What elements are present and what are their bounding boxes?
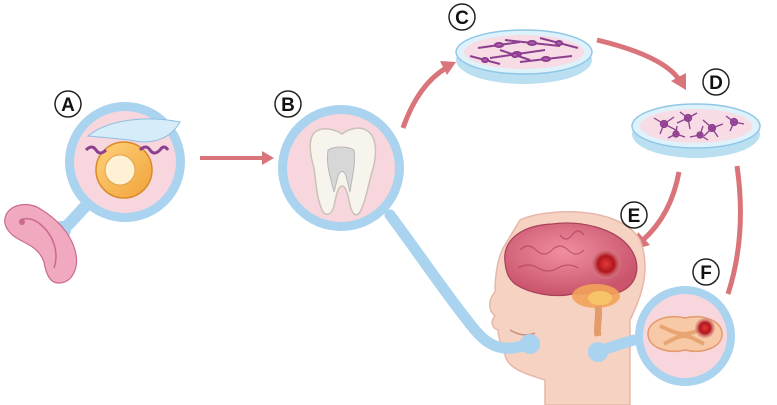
tooth-icon	[309, 127, 377, 216]
arrow-c-to-d	[596, 37, 686, 90]
dish-d	[631, 103, 761, 158]
label-a-text: A	[61, 95, 75, 116]
label-c-text: C	[455, 8, 469, 29]
label-a: A	[54, 90, 82, 118]
spinal-lesion	[695, 318, 715, 338]
brain	[504, 222, 638, 337]
bubble-a	[53, 102, 185, 239]
label-d: D	[702, 68, 730, 96]
label-f: F	[692, 258, 720, 286]
dish-c	[455, 29, 593, 84]
bubble-b	[278, 105, 540, 354]
arrow-a-to-b	[200, 151, 274, 165]
brain-lesion	[591, 249, 621, 279]
label-b: B	[274, 90, 302, 118]
label-c: C	[448, 3, 476, 31]
spindle-cells	[469, 37, 579, 65]
label-b-text: B	[281, 95, 295, 116]
bubble-f	[588, 286, 735, 386]
label-d-text: D	[709, 73, 723, 94]
neural-tube	[84, 118, 181, 199]
spinal-cord-icon	[647, 316, 723, 352]
arrow-b-to-c	[400, 61, 456, 129]
label-f-text: F	[700, 263, 712, 284]
embryo	[4, 203, 78, 284]
neuron-cells	[653, 111, 745, 141]
label-e: E	[620, 201, 648, 229]
arrows	[200, 37, 743, 295]
arrow-d-to-f	[725, 165, 743, 295]
label-e-text: E	[628, 206, 641, 227]
